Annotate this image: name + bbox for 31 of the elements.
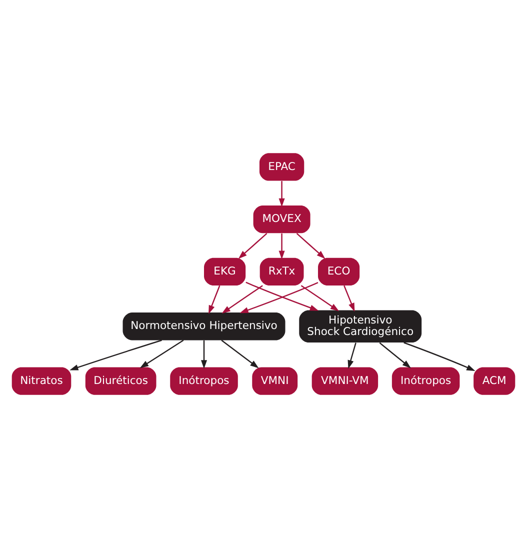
node-box: Normotensivo Hipertensivo — [122, 312, 286, 340]
arrow — [140, 339, 184, 368]
node-box: ACM — [474, 366, 516, 394]
node-box: Inótropos — [392, 366, 460, 394]
arrow — [278, 232, 285, 259]
node-box: VMNI — [252, 366, 298, 394]
arrow — [200, 340, 208, 368]
arrow — [344, 284, 355, 312]
node-box: RxTx — [260, 257, 304, 286]
node-box: Diuréticos — [85, 366, 156, 394]
arrow — [300, 284, 340, 311]
node-box: ECO — [318, 257, 360, 286]
arrow — [278, 180, 285, 206]
arrow — [240, 281, 318, 313]
node-box: Inótropos — [170, 366, 238, 394]
arrow — [238, 232, 268, 258]
node-box: EPAC — [259, 152, 304, 180]
arrow — [379, 342, 411, 368]
arrow — [404, 342, 476, 370]
arrow — [208, 284, 220, 314]
arrow — [222, 284, 263, 313]
node-box: VMNI-VM — [312, 366, 378, 394]
node-box: Hipotensivo Shock Cardiogénico — [299, 310, 422, 342]
arrow — [348, 342, 356, 368]
arrow — [246, 281, 319, 310]
node-box: Nitratos — [12, 366, 72, 394]
node-box: EKG — [204, 257, 246, 286]
arrow — [296, 232, 326, 258]
node-box: MOVEX — [253, 204, 310, 233]
arrow — [221, 339, 259, 368]
arrow — [70, 339, 162, 370]
